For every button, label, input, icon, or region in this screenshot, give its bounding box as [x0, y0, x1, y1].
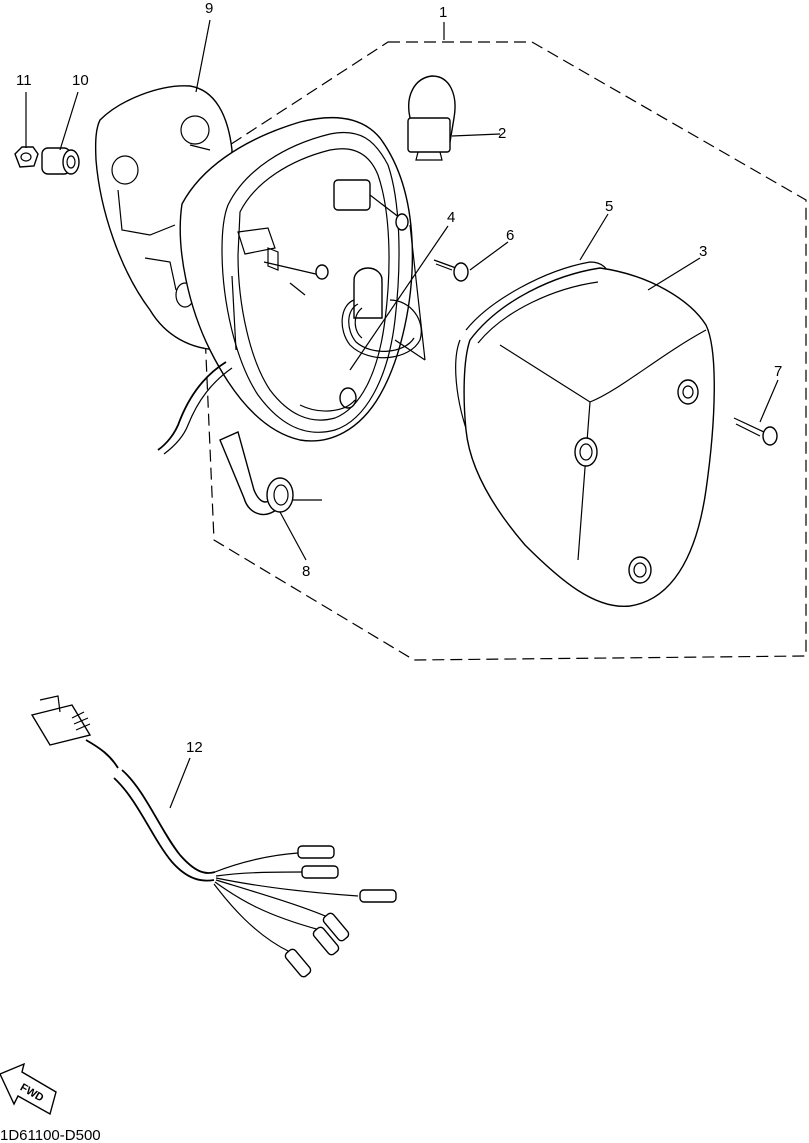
- callout-9: 9: [205, 0, 213, 17]
- callout-1: 1: [439, 4, 447, 21]
- lens-screw-part: [733, 417, 778, 446]
- callout-5: 5: [605, 198, 613, 215]
- callout-3: 3: [699, 243, 707, 260]
- callout-12: 12: [186, 739, 203, 756]
- callout-10: 10: [72, 72, 89, 89]
- callout-2: 2: [498, 125, 506, 142]
- housing-cord: [157, 361, 227, 451]
- callout-6: 6: [506, 227, 514, 244]
- grommet-part: [219, 431, 322, 516]
- callout-11: 11: [16, 72, 32, 89]
- fwd-arrow-icon: FWD: [0, 1062, 57, 1116]
- small-screw-part: [433, 259, 469, 282]
- nut-part: [14, 146, 39, 168]
- collar-part: [41, 147, 80, 175]
- lens-part: [463, 267, 715, 608]
- callout-7: 7: [774, 363, 782, 380]
- callout-4: 4: [447, 209, 455, 226]
- lamp-housing-part: [179, 116, 426, 442]
- drawing-code: 1D61100-D500: [0, 1127, 101, 1143]
- bulb-part: [407, 75, 456, 161]
- wire-harness-part: [30, 695, 397, 978]
- callout-8: 8: [302, 563, 310, 580]
- leader-lines: [25, 19, 779, 809]
